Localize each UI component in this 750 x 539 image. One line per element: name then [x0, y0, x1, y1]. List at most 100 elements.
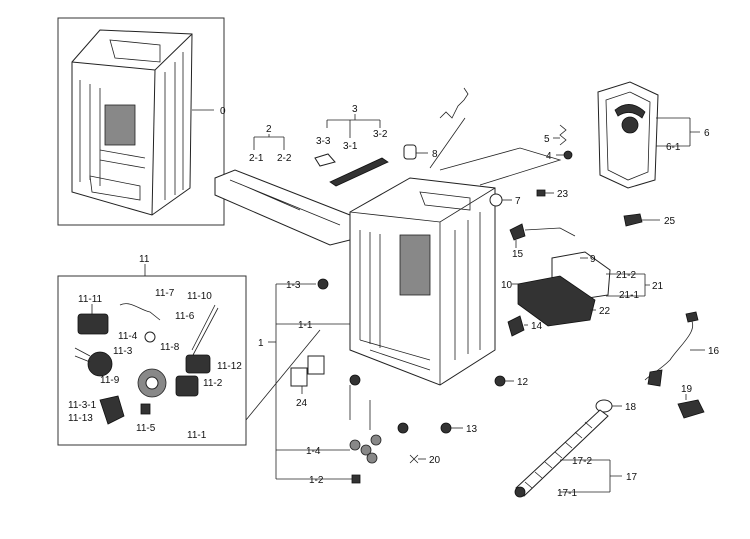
part-23-group: 23: [536, 189, 569, 200]
callout-17: 17: [626, 472, 638, 483]
callout-11-8: 11-8: [160, 342, 180, 353]
part-1-4-feet: [349, 434, 382, 464]
part-3-group: 3 3-3 3-1 3-2: [314, 104, 389, 187]
part-25-sensor: [623, 213, 643, 227]
part-6-group: 6 6-1: [597, 81, 710, 189]
callout-1: 1: [258, 338, 264, 349]
part-4-damper: [563, 150, 573, 160]
part-3-3-plate: [314, 153, 336, 167]
callout-3-3: 3-3: [316, 136, 331, 147]
part-20-group: 20: [409, 454, 441, 466]
callout-14: 14: [531, 321, 543, 332]
callout-11-4: 11-4: [118, 331, 138, 342]
part-10-housing: [517, 275, 596, 327]
part-25-group: 25: [623, 213, 676, 227]
callout-21: 21: [652, 281, 664, 292]
part-8-group: 8: [403, 144, 438, 160]
part-19-plug: [677, 399, 705, 419]
callout-1-2: 1-2: [309, 475, 324, 486]
callout-6: 6: [704, 128, 710, 139]
main-cabinet-group: [349, 177, 496, 386]
callout-2-2: 2-2: [277, 153, 292, 164]
part-11-5-clip: [140, 403, 151, 415]
part-11-2-motor: [175, 375, 199, 397]
callout-11-7: 11-7: [155, 288, 175, 299]
part-24-pad-left: [290, 367, 308, 387]
part-1-2-screw: [351, 474, 361, 484]
part-7-group: 7: [489, 193, 521, 207]
part-13-foot: [440, 422, 452, 434]
part-feet-left: [349, 374, 361, 386]
callout-16: 16: [708, 346, 720, 357]
callout-17-1: 17-1: [557, 488, 577, 499]
part-6-wifi-logo: [614, 104, 646, 119]
part-12-foot: [494, 375, 506, 387]
part-11-6-hose: [191, 304, 216, 351]
callout-11-11: 11-11: [78, 294, 103, 305]
part-3-1-rail: [329, 157, 389, 187]
part-17-group: 17-2 17-1 17: [514, 409, 638, 499]
part-0-cabinet-group: 0: [57, 17, 226, 226]
callout-11-10: 11-10: [187, 291, 212, 302]
part-14-group: 14: [507, 315, 543, 337]
part-15-connector: [509, 223, 526, 241]
callout-20: 20: [429, 455, 441, 466]
callout-11-1: 11-1: [187, 430, 207, 441]
part-11-group: 11 11-11 11-7 11-6 11-10 11-4 11-3 11-8 …: [57, 254, 247, 446]
callout-3-2: 3-2: [373, 129, 388, 140]
part-2-top-panel: [214, 169, 351, 246]
callout-3-1: 3-1: [343, 141, 358, 152]
callout-11-3: 11-3: [113, 346, 133, 357]
part-18-clamp: [595, 399, 613, 413]
callout-13: 13: [466, 424, 478, 435]
part-16-group: 16: [644, 311, 720, 387]
part-0-frame-box: [57, 17, 225, 226]
part-6-cover: [597, 81, 659, 189]
part-18-group: 18: [595, 399, 637, 413]
callout-3: 3: [352, 104, 358, 115]
callout-11-2: 11-2: [203, 378, 223, 389]
part-11-9-pump: [87, 351, 113, 377]
callout-12: 12: [517, 377, 529, 388]
part-11-12-cover: [185, 354, 211, 374]
callout-22: 22: [599, 306, 611, 317]
part-16-harness: [644, 317, 693, 381]
callout-1-4: 1-4: [306, 446, 321, 457]
callout-1-3: 1-3: [286, 280, 301, 291]
part-24-pad-right: [307, 355, 325, 375]
callout-6-1: 6-1: [666, 142, 681, 153]
part-11-13-filter: [99, 395, 125, 425]
callout-11-3-1: 11-3-1: [68, 400, 97, 411]
callout-18: 18: [625, 402, 637, 413]
part-4-5-group: 5 4: [439, 124, 573, 186]
callout-5: 5: [544, 134, 550, 145]
part-7-ring: [489, 193, 503, 207]
part-20-clip: [409, 454, 419, 464]
callout-11-9: 11-9: [100, 375, 120, 386]
part-11-7-wire: [119, 303, 161, 321]
part-spring-top: [429, 87, 469, 169]
part-1-3-foot: [317, 278, 329, 290]
callout-7: 7: [515, 196, 521, 207]
part-14-valve: [507, 315, 525, 337]
callout-1-1: 1-1: [298, 320, 313, 331]
callout-2: 2: [266, 124, 272, 135]
callout-21-2: 21-2: [616, 270, 636, 281]
callout-11-5: 11-5: [136, 423, 156, 434]
part-5-spring: [559, 124, 567, 146]
callout-17-2: 17-2: [572, 456, 592, 467]
callout-11: 11: [139, 254, 150, 265]
callout-2-1: 2-1: [249, 153, 264, 164]
callout-10: 10: [501, 280, 513, 291]
callout-19: 19: [681, 384, 693, 395]
part-19-group: 19: [677, 384, 705, 419]
callout-11-13: 11-13: [68, 413, 93, 424]
part-24-group: 24: [290, 355, 325, 409]
part-dispenser-group: 9 10 22 21-2 21-1 21: [501, 251, 664, 327]
part-1-group: 1 1-3 1-1 1-4 1-2: [245, 278, 382, 486]
callout-23: 23: [557, 189, 569, 200]
part-11-11-bracket: [77, 313, 109, 335]
part-feet-mid: [397, 422, 409, 434]
callout-11-6: 11-6: [175, 311, 195, 322]
